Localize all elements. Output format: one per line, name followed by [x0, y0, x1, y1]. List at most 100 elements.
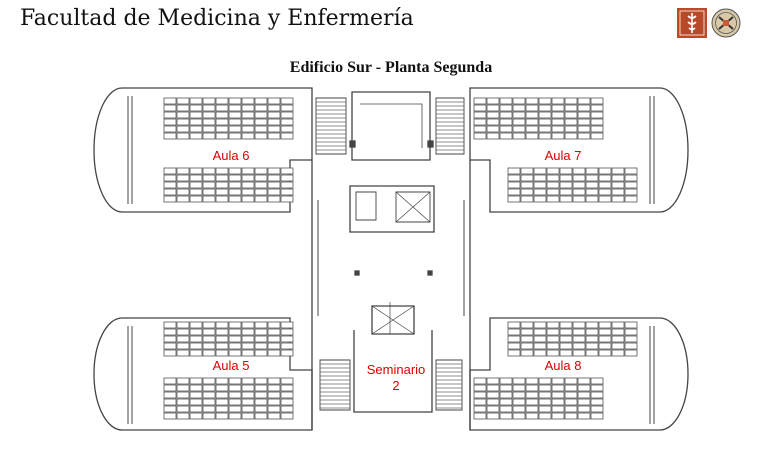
seat [598, 195, 612, 203]
seat [189, 405, 203, 413]
seat [525, 125, 539, 133]
seat [176, 111, 190, 119]
seat [280, 111, 294, 119]
seat [176, 181, 190, 189]
seat [254, 328, 268, 336]
seat [267, 125, 281, 133]
seat [577, 118, 591, 126]
seat [254, 118, 268, 126]
seat [598, 342, 612, 350]
seat [624, 335, 638, 343]
seat [280, 104, 294, 112]
room-labels: Aula 6 Aula 7 Aula 5 Aula 8 Seminario 2 [213, 148, 582, 393]
seat [525, 391, 539, 399]
seat [611, 349, 625, 357]
seat [512, 125, 526, 133]
seat [572, 195, 586, 203]
seat [202, 384, 216, 392]
seat [280, 377, 294, 385]
seat [551, 104, 565, 112]
seat [267, 181, 281, 189]
seat [241, 174, 255, 182]
seat [267, 321, 281, 329]
seat [486, 377, 500, 385]
seat [189, 335, 203, 343]
seat [585, 195, 599, 203]
seat [202, 377, 216, 385]
seat [512, 398, 526, 406]
seat [176, 104, 190, 112]
seat [538, 111, 552, 119]
seat [215, 174, 229, 182]
seat [546, 174, 560, 182]
seat [176, 167, 190, 175]
seat [598, 167, 612, 175]
seat [564, 125, 578, 133]
seat [228, 384, 242, 392]
seat [473, 104, 487, 112]
seat [538, 391, 552, 399]
seat [215, 412, 229, 420]
seat [189, 104, 203, 112]
seat [512, 97, 526, 105]
seat [254, 335, 268, 343]
seat [163, 167, 177, 175]
seat [176, 195, 190, 203]
seat [551, 132, 565, 140]
seat [572, 342, 586, 350]
seat [572, 335, 586, 343]
seat [538, 104, 552, 112]
seat [551, 118, 565, 126]
seat [254, 321, 268, 329]
seat [241, 377, 255, 385]
seat [189, 111, 203, 119]
seat [163, 321, 177, 329]
seat [585, 335, 599, 343]
seat [499, 398, 513, 406]
seat [624, 342, 638, 350]
seat [215, 335, 229, 343]
seat [512, 377, 526, 385]
seat [254, 342, 268, 350]
seat [202, 328, 216, 336]
seat [525, 111, 539, 119]
seat [202, 97, 216, 105]
seat [267, 384, 281, 392]
faculty-logo-icon [677, 8, 707, 38]
seat [564, 405, 578, 413]
seat [215, 125, 229, 133]
seat [189, 188, 203, 196]
seat [176, 125, 190, 133]
seat [486, 104, 500, 112]
seat [280, 188, 294, 196]
seat [176, 342, 190, 350]
seat [254, 391, 268, 399]
seat [280, 328, 294, 336]
seat [520, 335, 534, 343]
seat [525, 384, 539, 392]
seat [538, 405, 552, 413]
seat [215, 167, 229, 175]
seat [202, 342, 216, 350]
seat [577, 132, 591, 140]
seat [590, 412, 604, 420]
seat [564, 412, 578, 420]
seat [189, 321, 203, 329]
seat [564, 97, 578, 105]
seat [176, 412, 190, 420]
plan-title: Edificio Sur - Planta Segunda [289, 59, 493, 76]
seat [473, 132, 487, 140]
seat [585, 342, 599, 350]
seat [611, 174, 625, 182]
seat [546, 342, 560, 350]
seat [486, 111, 500, 119]
seat [546, 349, 560, 357]
seat [546, 188, 560, 196]
seat [228, 195, 242, 203]
seat [572, 328, 586, 336]
seat [585, 181, 599, 189]
seat [624, 181, 638, 189]
seat [163, 377, 177, 385]
seat [525, 97, 539, 105]
seat [163, 104, 177, 112]
